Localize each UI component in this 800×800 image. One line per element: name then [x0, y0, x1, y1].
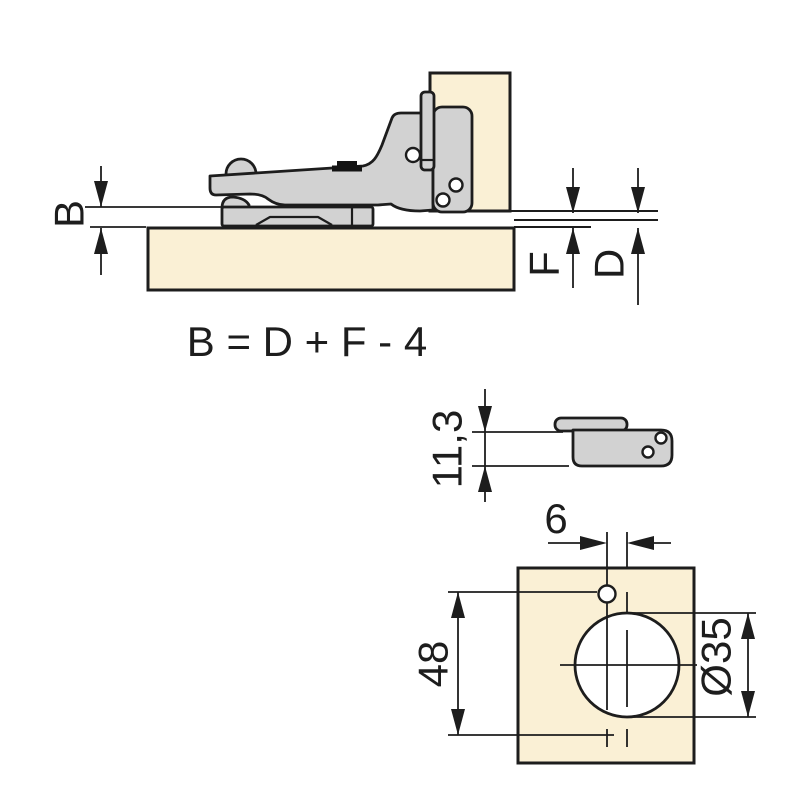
arrow-up-icon: [566, 228, 580, 254]
mounting-plate-detail: 11,3: [424, 389, 674, 502]
plate-screw-hole-upper: [448, 177, 464, 193]
arrow-up-icon: [741, 613, 755, 639]
drilling-pattern-view: 6 48 Ø35: [410, 495, 756, 765]
plate-detail-hole-right: [654, 431, 668, 445]
cup-bottom-detail: [255, 215, 333, 226]
arrow-down-icon: [94, 181, 108, 207]
arrow-up-icon: [94, 228, 108, 254]
dimension-hole-distance: 48: [410, 591, 614, 736]
dimension-label-f: F: [521, 251, 568, 277]
dimension-label-plate-height: 11,3: [424, 410, 471, 489]
screw-drill-hole: [597, 584, 617, 604]
dimension-d: D: [586, 168, 645, 305]
arm-pivot-hole: [404, 146, 422, 164]
hinge-arm-body: [208, 111, 435, 213]
mounting-plate-side: [404, 90, 474, 214]
formula-text: B = D + F - 4: [187, 318, 427, 365]
hinge-pivot-leaf: [419, 90, 436, 172]
cup-front-lip: [220, 195, 251, 210]
dimension-label-distance: 48: [410, 641, 457, 688]
dimension-label-offset: 6: [544, 495, 567, 542]
arrow-down-icon: [631, 187, 645, 213]
dimension-b: B: [46, 166, 222, 275]
plate-detail-hole-left: [641, 445, 655, 459]
hinge-arm: [208, 111, 435, 213]
arrow-left-icon: [627, 536, 654, 550]
arrow-up-icon: [478, 466, 492, 492]
hinge-side-view: B F D: [46, 71, 658, 305]
dimension-label-cup-diameter: Ø35: [693, 617, 740, 696]
arrow-down-icon: [741, 691, 755, 717]
dimension-f: F: [521, 168, 580, 288]
dimension-plate-height: 11,3: [424, 389, 569, 502]
plate-screw-hole-lower: [435, 192, 451, 208]
dimension-cup-diameter: Ø35: [630, 612, 756, 718]
hinge-cup: [220, 195, 375, 228]
arrow-down-icon: [451, 709, 465, 735]
arrow-up-icon: [631, 228, 645, 254]
adjustment-screw-head: [337, 161, 357, 167]
dimension-label-b: B: [46, 200, 93, 228]
dimension-label-d: D: [586, 249, 633, 279]
dimension-edge-offset: 6: [544, 495, 671, 550]
adjustment-screw-base: [332, 165, 362, 172]
door-panel: [146, 226, 516, 292]
arrow-down-icon: [566, 187, 580, 213]
arrow-right-icon: [580, 536, 607, 550]
arrow-up-icon: [451, 592, 465, 618]
arrow-down-icon: [478, 406, 492, 432]
